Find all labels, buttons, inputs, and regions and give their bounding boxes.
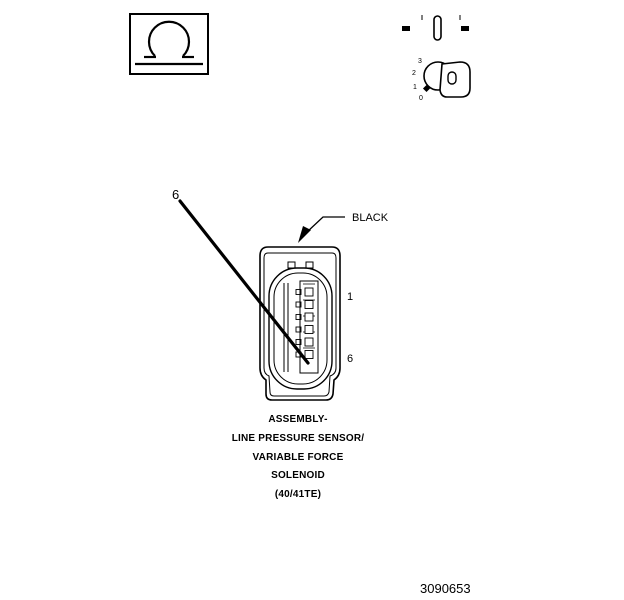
figure-number: 3090653 <box>420 581 471 596</box>
pin-cavity-4 <box>295 326 302 333</box>
pin-cavity-2 <box>295 301 302 308</box>
ignition-key-icon <box>402 15 471 98</box>
assembly-title-line-5: (40/41TE) <box>274 489 322 500</box>
pin-number-1: 1 <box>347 291 353 303</box>
pin-cavity-1 <box>295 289 302 295</box>
ignition-position-3: 3 <box>418 58 422 65</box>
pin-number-6: 6 <box>347 353 353 365</box>
pin-terminal-4 <box>304 325 314 334</box>
probe-lead <box>178 199 310 365</box>
pin-terminal-1 <box>304 287 314 297</box>
connector-color-label: BLACK <box>352 212 389 224</box>
pin-terminal-3 <box>304 312 314 322</box>
connector-body <box>259 246 341 401</box>
assembly-title-line-2: LINE PRESSURE SENSOR/ <box>231 433 365 444</box>
connector-pins <box>295 287 314 359</box>
pin-terminal-2 <box>304 300 314 309</box>
pin-cavity-5 <box>295 339 302 345</box>
pin-cavity-3 <box>295 314 302 320</box>
assembly-title-line-4: SOLENOID <box>271 470 325 481</box>
assembly-title-line-3: VARIABLE FORCE <box>252 452 344 463</box>
ignition-position-1: 1 <box>413 84 417 91</box>
probe-pin-label: 6 <box>172 187 179 202</box>
ignition-position-2: 2 <box>412 70 416 77</box>
pin-terminal-6 <box>304 350 314 359</box>
pin-terminal-5 <box>304 337 314 347</box>
ignition-position-0: 0 <box>419 95 423 102</box>
assembly-title-line-1: ASSEMBLY- <box>268 414 328 425</box>
color-label-arrow <box>298 216 345 243</box>
ohm-symbol-icon <box>129 13 209 75</box>
